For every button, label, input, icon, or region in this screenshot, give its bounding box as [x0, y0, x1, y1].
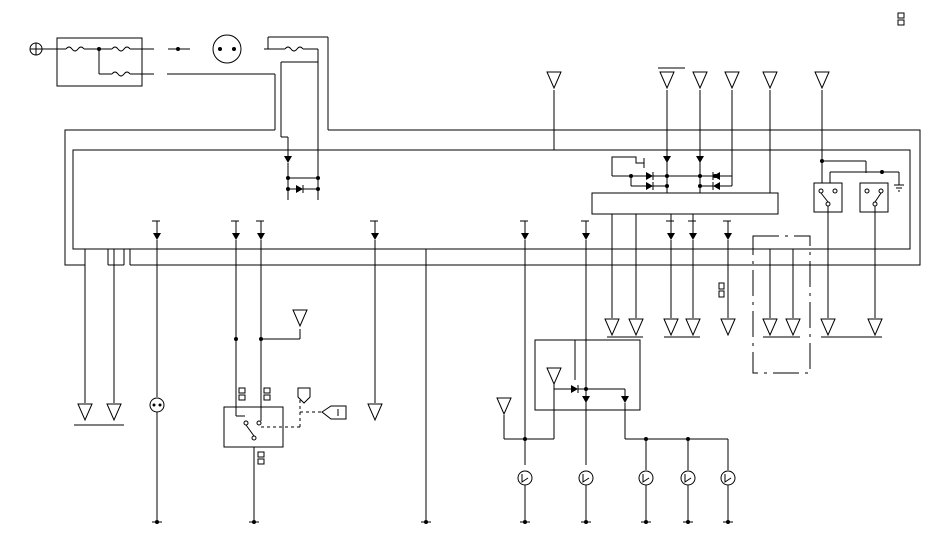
key-switch-icon: [297, 387, 311, 404]
diode-icon: [723, 220, 732, 240]
antenna-icon: [546, 367, 562, 386]
diode-icon: [581, 220, 590, 240]
ground-output-426: [421, 249, 431, 524]
ignition-fuse-icon: [284, 46, 304, 52]
diode-icon: [666, 214, 675, 240]
lamp-icon: [517, 470, 533, 486]
antenna-icon: [496, 397, 512, 416]
diode-icon: [663, 156, 671, 163]
diode-icon: [520, 220, 529, 240]
left-output-wires: [74, 249, 131, 426]
diode-icon: [256, 220, 265, 240]
antenna-icon: [692, 71, 708, 90]
connector-icon: [718, 282, 725, 290]
lamp-icon: [149, 397, 165, 413]
antenna-icon: [659, 71, 675, 90]
control-unit: [64, 62, 921, 266]
fuse-icon-a: [111, 46, 131, 52]
power-supply-section: [29, 34, 329, 137]
control-unit-outer-left: [64, 129, 275, 266]
diode-icon: [713, 182, 720, 190]
logic-module: [591, 192, 779, 215]
connector-icon: [718, 290, 725, 298]
diode-icon: [646, 172, 653, 180]
diode-icon: [296, 185, 303, 193]
antenna-output-375: [367, 240, 383, 422]
antenna-icon: [685, 318, 701, 337]
antenna-icon: [604, 318, 620, 337]
fuse-icon-b: [111, 71, 131, 77]
antenna-icon: [724, 71, 740, 90]
diode-icon: [582, 396, 590, 403]
control-unit-inner: [72, 149, 911, 250]
antenna-icon: [628, 318, 644, 337]
antenna-icon: [785, 318, 801, 337]
lamp-icon: [638, 470, 654, 486]
page-marker-icon: [897, 12, 905, 26]
lamp-icon: [720, 470, 736, 486]
diode-icon: [688, 214, 697, 240]
antenna-icon: [292, 309, 308, 328]
ignition-switch-icon: [212, 34, 242, 64]
main-fuse-icon: [65, 46, 85, 52]
diode-icon: [152, 220, 161, 240]
diode-icon: [621, 396, 629, 403]
antenna-icon: [814, 71, 830, 90]
diode-icon: [284, 156, 292, 163]
antenna-icon: [820, 318, 836, 337]
diode-icon: [231, 220, 240, 240]
antenna-icon: [867, 318, 883, 337]
relay-2: [859, 182, 889, 213]
lamp-icon: [680, 470, 696, 486]
diode-icon: [696, 156, 704, 163]
diode-icon: [571, 385, 578, 393]
key-icon: [321, 405, 347, 420]
antenna-icon: [367, 403, 383, 422]
antenna-icon: [762, 71, 778, 90]
antenna-icon: [77, 403, 93, 422]
antenna-icon: [720, 318, 736, 337]
antenna-icon: [663, 318, 679, 337]
antenna-icon: [106, 403, 122, 422]
lamp-sub-module: [496, 240, 729, 470]
fuse-box: [56, 37, 143, 87]
diode-icon: [646, 182, 653, 190]
diode-icon: [370, 220, 379, 240]
lamp-circuit-1: [149, 240, 165, 524]
bottom-lamps: [517, 470, 736, 524]
right-output-wires: [604, 212, 883, 374]
switch-circuit: [223, 240, 347, 524]
lamp-icon: [578, 470, 594, 486]
output-diodes: [152, 214, 732, 240]
antenna-icon: [762, 318, 778, 337]
optional-module-box: [752, 235, 811, 374]
antenna-icon: [546, 71, 562, 90]
sub-module-box: [534, 339, 641, 411]
